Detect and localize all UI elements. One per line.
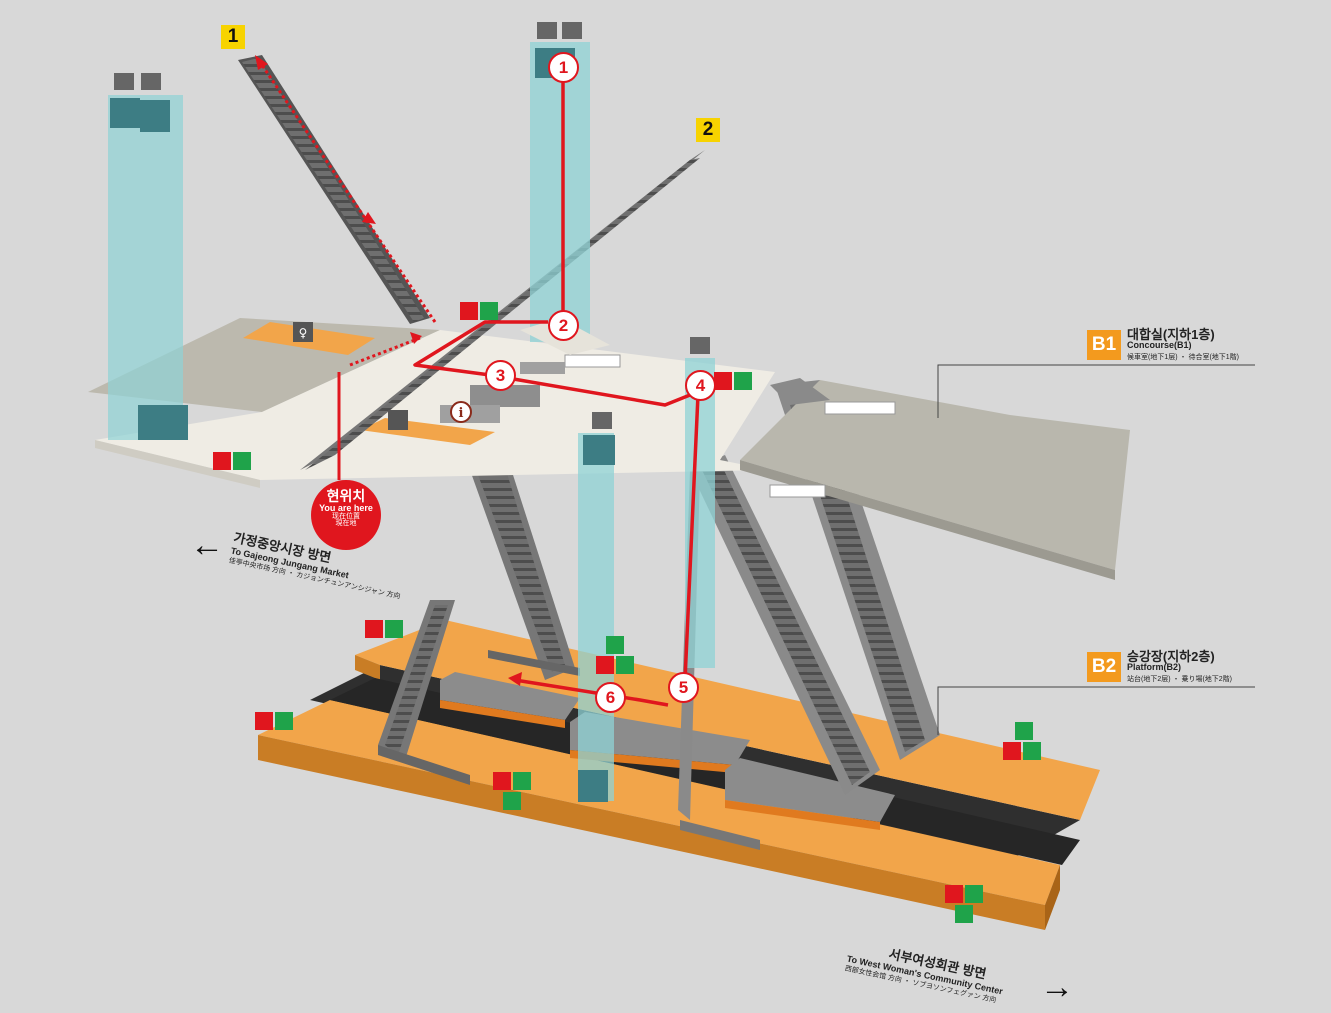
exit-1-badge: 1: [221, 25, 245, 49]
nursing-room-icon: [388, 410, 408, 430]
stairs-exit-1: [238, 55, 430, 324]
arrow-left-icon: ←: [190, 526, 224, 564]
first-aid-icon: [233, 302, 1041, 923]
stairs-exit-2: [300, 150, 705, 470]
route-step-6: 6: [595, 682, 626, 713]
fire-extinguisher-icon: [213, 302, 1021, 903]
route-step-2: 2: [548, 310, 579, 341]
elevator-bottom: [578, 433, 615, 802]
you-are-here-marker: 현위치 You are here 现在位置 現在地: [311, 480, 381, 550]
level-b1-en: Concourse(B1): [1127, 340, 1192, 350]
route-step-4: 4: [685, 370, 716, 401]
concourse-right: [740, 380, 1130, 570]
elevator-right: [685, 358, 715, 668]
train: [440, 672, 895, 830]
elevator-icon: [114, 22, 710, 429]
level-b1-badge: B1: [1087, 330, 1121, 360]
exit-2-badge: 2: [696, 118, 720, 142]
svg-text:i: i: [459, 406, 464, 421]
you-are-here-en: You are here: [319, 502, 373, 513]
route-to-exit-1: [258, 61, 437, 367]
arrow-right-icon: →: [1040, 968, 1074, 1006]
information-icon: i: [450, 401, 472, 423]
route-step-1: 1: [548, 52, 579, 83]
route-step-3: 3: [485, 360, 516, 391]
svg-text:♀: ♀: [299, 326, 308, 340]
restroom-icon: ♀: [293, 322, 313, 342]
level-b2-jp: 站台(地下2层) ・ 乗り場(地下2階): [1127, 676, 1232, 683]
level-b1-ko: 대합실(지하1층): [1127, 327, 1215, 342]
level-b2-ko: 승강장(지하2층): [1127, 649, 1215, 664]
you-are-here-ko: 현위치: [326, 488, 366, 504]
stairs-platform-left: [378, 450, 580, 785]
you-are-here-jp: 現在地: [335, 520, 357, 528]
level-b2-badge: B2: [1087, 652, 1121, 682]
you-are-here-zh: 现在位置: [332, 513, 360, 521]
route-step-5: 5: [668, 672, 699, 703]
level-b2-en: Platform(B2): [1127, 662, 1182, 672]
platform-far: [355, 620, 1100, 820]
elevator-left: [108, 95, 188, 440]
platform-near: [258, 700, 1060, 905]
level-b1-jp: 候車室(地下1层) ・ 待合室(地下1階): [1127, 354, 1239, 361]
elevator-center: [520, 42, 610, 355]
